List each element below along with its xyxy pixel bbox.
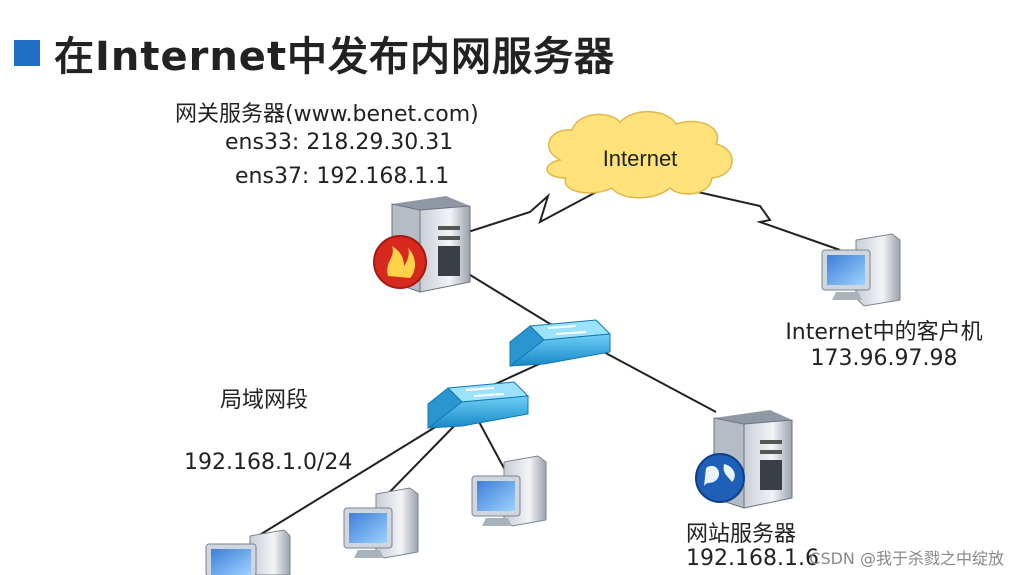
link-gateway-switch1 [461, 269, 561, 331]
client-pc-icon [821, 233, 901, 307]
lan-name-label: 局域网段 [220, 388, 309, 413]
connection-lines [257, 187, 841, 537]
switch-icon-core [509, 319, 612, 368]
lan-pc-icon-2 [343, 487, 419, 559]
slide-title: 在Internet中发布内网服务器 [14, 28, 615, 80]
watermark-text: CSDN @我于杀戮之中绽放 [809, 549, 1004, 568]
client-ip-label: 173.96.97.98 [810, 346, 958, 371]
gateway-ens37-label: ens37: 192.168.1.1 [235, 164, 450, 189]
internet-label: Internet [603, 146, 678, 171]
switch-icon-lan [427, 381, 530, 430]
link-switch1-webserver [599, 349, 717, 413]
link-switch2-pc1 [257, 417, 451, 537]
title-bullet-square [14, 40, 40, 66]
link-switch2-pc2 [379, 419, 461, 503]
gateway-ens33-label: ens33: 218.29.30.31 [225, 130, 454, 155]
globe-icon [695, 453, 745, 503]
internet-cloud: Internet [546, 110, 733, 199]
lan-pc-icon-3 [471, 455, 547, 527]
link-switch2-pc3 [477, 419, 506, 471]
gateway-server-icon [373, 196, 471, 293]
gateway-name-label: 网关服务器(www.benet.com) [175, 102, 479, 127]
title-text: 在Internet中发布内网服务器 [54, 34, 616, 80]
web-server-icon [695, 410, 793, 509]
lan-subnet-label: 192.168.1.0/24 [184, 450, 353, 475]
client-name-label: Internet中的客户机 [785, 320, 983, 345]
web-server-ip-label: 192.168.1.6 [686, 546, 819, 571]
link-internet-client [679, 187, 841, 251]
lan-pc-icon-1 [205, 529, 291, 575]
link-gateway-internet [467, 189, 601, 233]
web-server-name-label: 网站服务器 [686, 522, 797, 547]
